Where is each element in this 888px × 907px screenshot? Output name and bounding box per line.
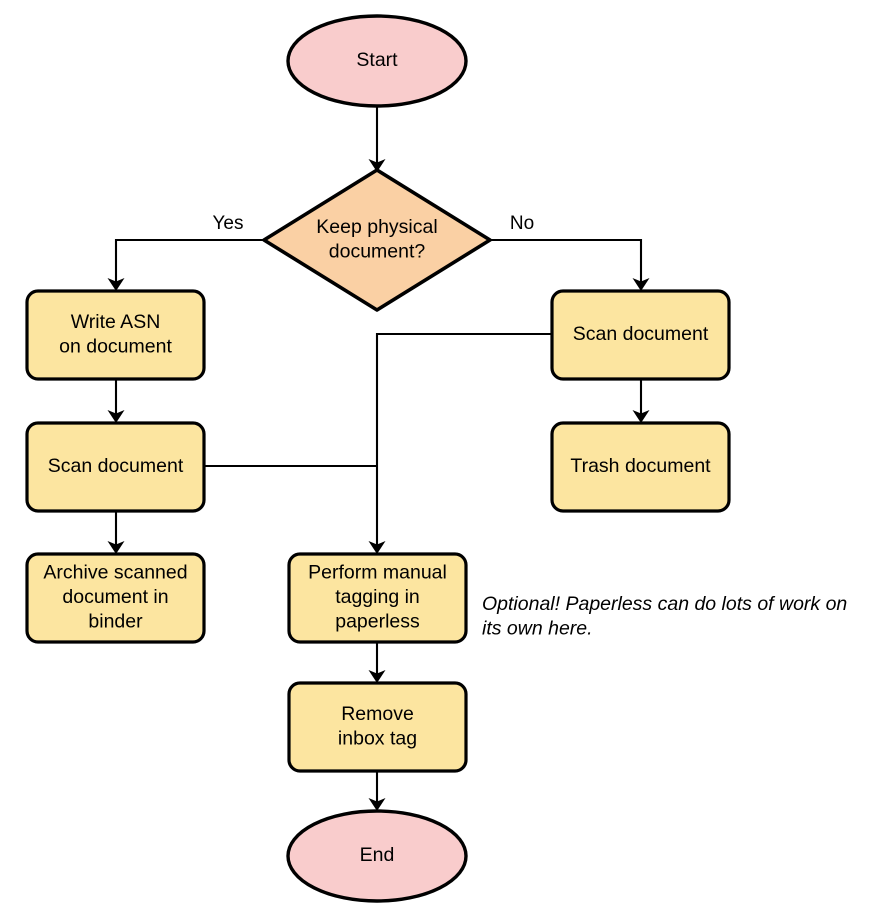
edge-scan-right-to-trash [632,379,650,423]
edge-write-asn-to-scan-left [107,379,125,423]
process-shape [25,289,206,381]
node-label: Trash document [570,455,711,477]
arrowhead-icon [368,159,386,172]
annotations-layer: Optional! Paperless can do lots of work … [482,593,847,640]
arrowhead-icon [107,278,125,291]
node-label: End [360,844,395,866]
arrowhead-icon [107,410,125,423]
edge-decision-no-to-scan-right: No [490,213,650,291]
terminator-shape [286,809,468,903]
process-shape [550,289,731,381]
edges-layer: Yes No [107,106,650,811]
process-shape [287,681,468,773]
arrowhead-icon [368,541,386,554]
edge-remove-inbox-to-end [368,771,386,811]
terminator-shape [286,14,468,108]
edge-manual-tagging-to-remove-inbox [368,642,386,683]
node-start[interactable]: Start [286,14,468,108]
edge-line [490,238,643,283]
edge-decision-yes-to-write-asn: Yes [107,213,264,291]
arrowhead-icon [368,670,386,683]
node-scan_left[interactable]: Scan document [25,421,206,513]
edge-label: No [510,213,534,234]
process-shape [550,421,731,513]
edge-line [114,238,264,283]
node-label: Start [356,49,398,71]
decision-shape [262,168,492,312]
annotation-optional-note: Optional! Paperless can do lots of work … [482,593,847,640]
node-scan_right[interactable]: Scan document [550,289,731,381]
edge-start-to-decision [368,106,386,172]
edge-line [375,332,552,546]
node-end[interactable]: End [286,809,468,903]
process-shape [25,552,206,644]
edge-scan-right-to-manual-tagging [368,332,552,554]
arrowhead-icon [632,278,650,291]
node-trash[interactable]: Trash document [550,421,731,513]
process-shape [287,552,468,644]
node-label: Scan document [573,323,709,345]
node-label: Scan document [48,455,184,477]
process-shape [25,421,206,513]
arrowhead-icon [632,410,650,423]
arrowhead-icon [107,541,125,554]
edge-label: Yes [213,213,244,234]
edge-scan-left-to-archive [107,511,125,554]
arrowhead-icon [368,798,386,811]
